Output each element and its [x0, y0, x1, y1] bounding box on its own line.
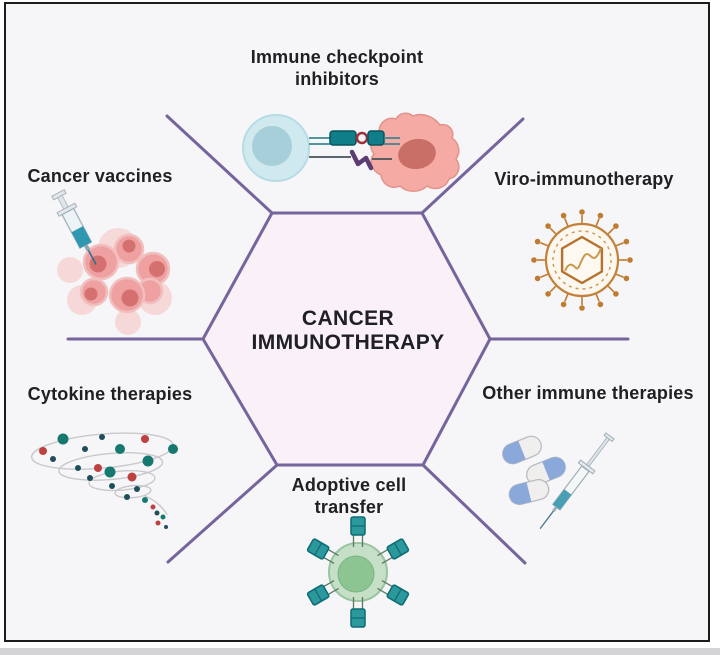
center-title: CANCER IMMUNOTHERAPY	[251, 307, 445, 354]
oncolytic-virus-icon	[531, 209, 633, 311]
pill-capsule	[508, 478, 550, 506]
bottom-gray-strip	[0, 648, 720, 655]
pills-and-syringe-icon	[502, 432, 615, 530]
virus-rna-strand	[564, 247, 602, 272]
spiral-lines	[30, 432, 174, 516]
vaccine-syringe	[51, 189, 97, 265]
pill-capsule	[502, 435, 542, 465]
branch-label-cancer-vaccines: Cancer vaccines	[27, 166, 173, 186]
car-t-cell-icon	[306, 516, 410, 628]
virus-spikes	[537, 215, 627, 305]
branch-label-adoptive-cell-transfer: Adoptive cell transfer	[291, 475, 407, 517]
thin-syringe	[539, 432, 615, 530]
tumor-cell-nuclei	[84, 239, 165, 307]
branch-line-bottom-left	[166, 463, 279, 564]
branch-lines	[66, 114, 630, 565]
branch-label-cytokine-therapies: Cytokine therapies	[27, 384, 193, 404]
branch-line-top-left	[165, 114, 274, 215]
pill-capsule	[526, 456, 566, 486]
branch-label-viro-immunotherapy: Viro-immunotherapy	[494, 169, 674, 189]
cytokine-molecules	[39, 433, 178, 529]
branch-label-immune-checkpoint-inhibitors: Immune checkpoint inhibitors	[250, 47, 424, 89]
branch-line-top-right	[420, 117, 525, 215]
branch-label-other-immune-therapies: Other immune therapies	[482, 383, 694, 403]
tcell-binding-tumor-icon	[242, 112, 460, 192]
car-receptor-arms	[306, 516, 410, 628]
syringe-injecting-tumor-icon	[51, 189, 172, 335]
virus-spike-knobs	[531, 209, 633, 311]
cytokine-spiral-icon	[30, 432, 178, 529]
branch-line-bottom-right	[421, 463, 527, 565]
